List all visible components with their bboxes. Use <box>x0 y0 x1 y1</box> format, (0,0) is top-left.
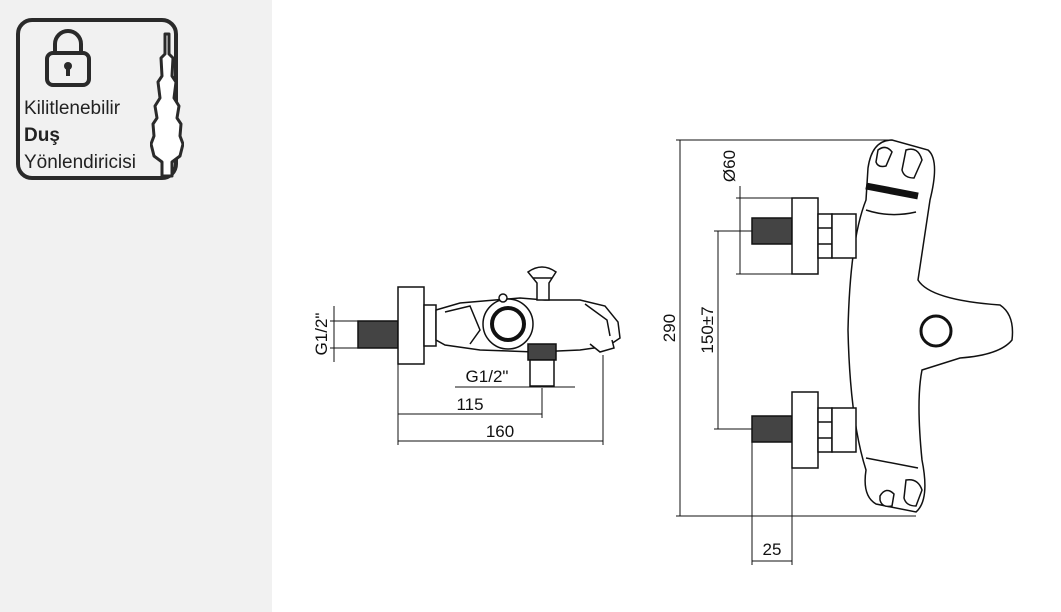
dim-total-depth: 160 <box>486 422 514 441</box>
side-view <box>330 266 621 445</box>
badge-line-3: Yönlendiricisi <box>24 152 136 173</box>
feature-badge: Kilitlenebilir Duş Yönlendiricisi <box>16 18 184 180</box>
dim-inlet-thread: G1/2" <box>312 313 331 356</box>
dim-diameter: Ø60 <box>720 150 739 182</box>
front-view <box>676 139 1014 565</box>
dim-inlet-length: 25 <box>763 540 782 559</box>
sidebar-panel: Kilitlenebilir Duş Yönlendiricisi <box>0 0 272 612</box>
technical-drawing: G1/2" G1/2" 115 160 290 150±7 Ø60 25 <box>312 139 1014 565</box>
dim-inlet-spacing: 150±7 <box>698 306 717 353</box>
dim-outlet-thread: G1/2" <box>466 367 509 386</box>
lock-icon <box>45 29 91 87</box>
shower-handset-icon <box>150 32 184 178</box>
dim-outlet-distance: 115 <box>456 395 483 414</box>
badge-line-1: Kilitlenebilir <box>24 98 121 119</box>
badge-label: Kilitlenebilir Duş Yönlendiricisi <box>24 95 136 176</box>
badge-line-2: Duş <box>24 125 60 146</box>
dim-height: 290 <box>660 314 679 342</box>
